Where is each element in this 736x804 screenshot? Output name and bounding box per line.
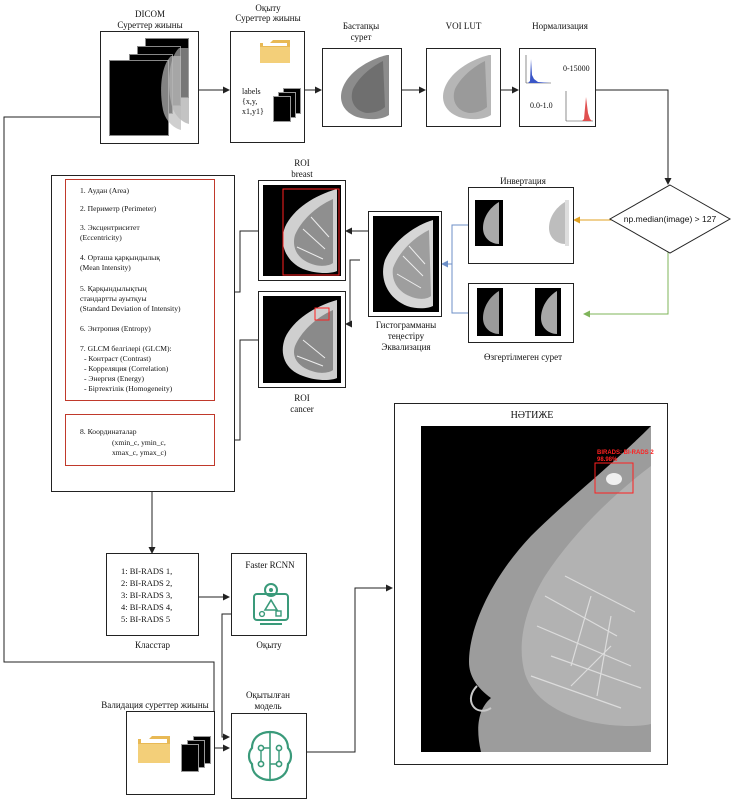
decision-condition: np.median(image) > 127 xyxy=(623,214,717,224)
range-norm-label: 0.0-1.0 xyxy=(530,101,553,110)
label-image-stack xyxy=(273,96,291,122)
feature-list-box: 1. Аудан (Area) 2. Периметр (Perimeter) … xyxy=(65,179,215,401)
decision-diamond xyxy=(608,184,732,254)
histogram-eq-line: теңестіру xyxy=(387,331,425,341)
range-raw-label: 0-15000 xyxy=(563,64,590,73)
ai-training-icon xyxy=(253,583,289,625)
faster-rcnn-caption: Оқыту xyxy=(256,640,282,650)
roi-cancer-subtitle: cancer xyxy=(290,404,314,414)
training-set-subtitle: Суреттер жиыны xyxy=(235,13,301,23)
feature-glcm-contrast: - Контраст (Contrast) xyxy=(84,354,151,363)
histogram-normalized xyxy=(565,91,593,122)
inversion-after xyxy=(539,200,569,246)
class-item: 3: BI-RADS 3, xyxy=(121,590,173,600)
voi-lut-mammogram xyxy=(433,53,496,123)
class-item: 2: BI-RADS 2, xyxy=(121,578,173,588)
unchanged-box xyxy=(468,283,574,343)
roi-breast-box xyxy=(258,180,346,281)
labels-text: labels {x,y, x1,y1} xyxy=(242,87,264,117)
normalization-box: 0-15000 0.0-1.0 xyxy=(519,48,596,127)
roi-breast-subtitle: breast xyxy=(291,169,313,179)
feature-entropy: 6. Энтропия (Entropy) xyxy=(80,324,151,333)
inversion-box xyxy=(468,187,574,264)
inversion-before xyxy=(475,200,503,246)
trained-model-title: Оқытылған xyxy=(246,690,290,700)
dicom-breast-thumbs xyxy=(161,48,189,130)
roi-breast-image xyxy=(263,185,341,276)
labels-line: labels xyxy=(242,87,261,96)
roi-cancer-image xyxy=(263,296,341,383)
labels-line: {x,y, xyxy=(242,97,258,106)
voi-lut-box xyxy=(426,48,501,127)
feature-mean-intensity: 4. Орташа қарқындылық xyxy=(80,253,160,262)
feature-glcm: 7. GLCM белгілері (GLCM): xyxy=(80,344,172,353)
feature-eccentricity: 3. Эксцентриситет xyxy=(80,223,140,232)
normalization-title: Нормализация xyxy=(532,21,588,31)
result-mammogram xyxy=(469,426,651,752)
result-image: BIRADS: BI-RADS 2 98.98% xyxy=(421,426,654,752)
trained-model-box xyxy=(231,713,307,799)
validation-caption: Валидация суреттер жиыны xyxy=(101,700,209,710)
roi-breast-title: ROI xyxy=(294,158,310,168)
result-box: НӘТИЖЕ BIRADS: BI-RADS 2 98.98% xyxy=(394,403,668,765)
training-set-title: Оқыту xyxy=(255,3,281,13)
dicom-front-slice xyxy=(109,60,169,136)
feature-std-intensity-en: (Standard Deviation of Intensity) xyxy=(80,304,181,313)
feature-perimeter: 2. Периметр (Perimeter) xyxy=(80,204,157,213)
histogram-eq-line: Гистограмманы xyxy=(375,320,437,330)
feature-std-intensity: 5. Қарқындылықтың xyxy=(80,284,147,293)
validation-box xyxy=(126,711,215,795)
feature-glcm-correlation: - Корреляция (Correlation) xyxy=(84,364,169,373)
roi-cancer-title: ROI xyxy=(294,393,310,403)
voi-lut-title: VOI LUT xyxy=(445,21,482,31)
classes-caption: Класстар xyxy=(134,640,170,650)
faster-rcnn-title: Faster RCNN xyxy=(245,560,295,570)
training-set-box: labels {x,y, x1,y1} xyxy=(230,31,305,143)
unchanged-title: Өзгертілмеген сурет xyxy=(483,352,563,362)
feature-glcm-homogeneity: - Біртектілік (Homogeneity) xyxy=(84,384,173,393)
feature-area: 1. Аудан (Area) xyxy=(80,186,130,195)
folder-icon xyxy=(260,40,290,63)
result-title: НӘТИЖЕ xyxy=(510,410,554,421)
class-item: 5: BI-RADS 5 xyxy=(121,614,171,624)
coordinates-box: 8. Координаталар (xmin_c, ymin_c, xmax_c… xyxy=(65,414,215,466)
classes-box: 1: BI-RADS 1, 2: BI-RADS 2, 3: BI-RADS 3… xyxy=(106,553,199,636)
class-item: 1: BI-RADS 1, xyxy=(121,566,173,576)
original-image-box xyxy=(322,48,402,127)
feature-eccentricity-en: (Eccentricity) xyxy=(80,233,122,242)
ai-brain-icon xyxy=(247,730,293,782)
feature-std-intensity: стандартты ауытқуы xyxy=(80,294,147,303)
unchanged-image xyxy=(535,288,561,336)
unchanged-image xyxy=(477,288,503,336)
labels-line: x1,y1} xyxy=(242,107,264,116)
dicom-title: DICOM xyxy=(134,9,165,19)
original-title: Бастапқы xyxy=(342,21,380,31)
original-mammogram xyxy=(331,53,395,123)
dicom-stack-box xyxy=(100,31,199,144)
histogram-eq-line: Эквализация xyxy=(381,342,431,352)
classes-list: 1: BI-RADS 1, 2: BI-RADS 2, 3: BI-RADS 3… xyxy=(121,565,172,625)
feature-glcm-energy: - Энергия (Energy) xyxy=(84,374,145,383)
folder-icon xyxy=(138,736,170,763)
faster-rcnn-box: Faster RCNN xyxy=(231,553,307,636)
histogram-eq-image xyxy=(373,216,439,312)
dicom-subtitle: Суреттер жиыны xyxy=(117,20,183,30)
inversion-title: Инвертация xyxy=(500,176,546,186)
detection-score: 98.98% xyxy=(597,457,618,463)
histogram-raw xyxy=(525,55,551,84)
coordinates-line: xmax_c, ymax_c) xyxy=(112,448,167,457)
validation-image-stack xyxy=(181,744,199,772)
original-subtitle: сурет xyxy=(350,32,372,42)
roi-cancer-box xyxy=(258,291,346,388)
coordinates-title: 8. Координаталар xyxy=(80,427,137,436)
histogram-eq-box xyxy=(368,211,442,317)
feature-mean-intensity-en: (Mean Intensity) xyxy=(80,263,131,272)
class-item: 4: BI-RADS 4, xyxy=(121,602,173,612)
coordinates-line: (xmin_c, ymin_c, xyxy=(112,438,166,447)
detection-label: BIRADS: BI-RADS 2 xyxy=(597,450,654,456)
trained-model-subtitle: модель xyxy=(254,701,282,711)
